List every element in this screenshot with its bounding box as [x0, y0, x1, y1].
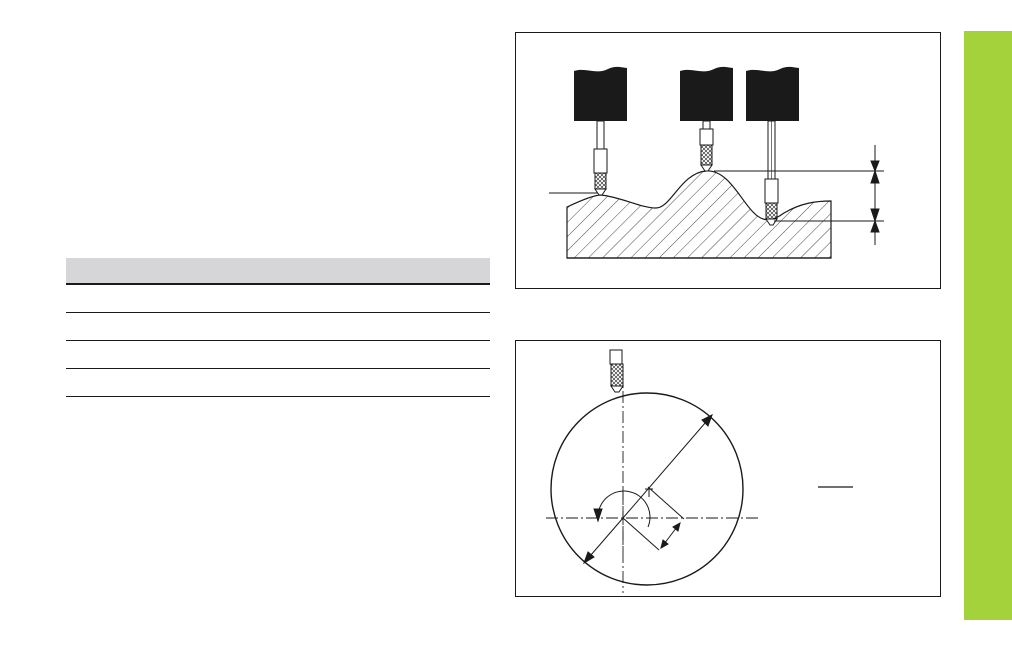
- workpiece-surface: [566, 170, 832, 259]
- table-row: [66, 285, 490, 313]
- table-row: [66, 369, 490, 397]
- table-header: [66, 258, 490, 285]
- data-table: [66, 258, 490, 397]
- probe-1: [574, 66, 627, 196]
- radius-dimension: [583, 413, 713, 565]
- surface-profile-figure: [515, 32, 941, 289]
- height-dimension: [714, 145, 884, 245]
- rotation-indicator: [593, 490, 651, 528]
- table-row: [66, 341, 490, 369]
- probe-3: [746, 66, 799, 226]
- probe-2: [680, 66, 733, 172]
- circle-probe-diagram: [546, 349, 853, 593]
- probe-tip: [609, 349, 624, 393]
- chapter-tab: [964, 31, 1012, 620]
- table-row: [66, 313, 490, 341]
- probe-body: [574, 66, 627, 121]
- center-lines: [546, 371, 760, 593]
- surface-profile-diagram: [549, 66, 884, 259]
- offset-dimension: [622, 486, 685, 551]
- workpiece-circle: [550, 392, 744, 586]
- probe-body: [680, 66, 733, 121]
- probe-body: [746, 66, 799, 121]
- circle-probe-figure: [515, 340, 941, 597]
